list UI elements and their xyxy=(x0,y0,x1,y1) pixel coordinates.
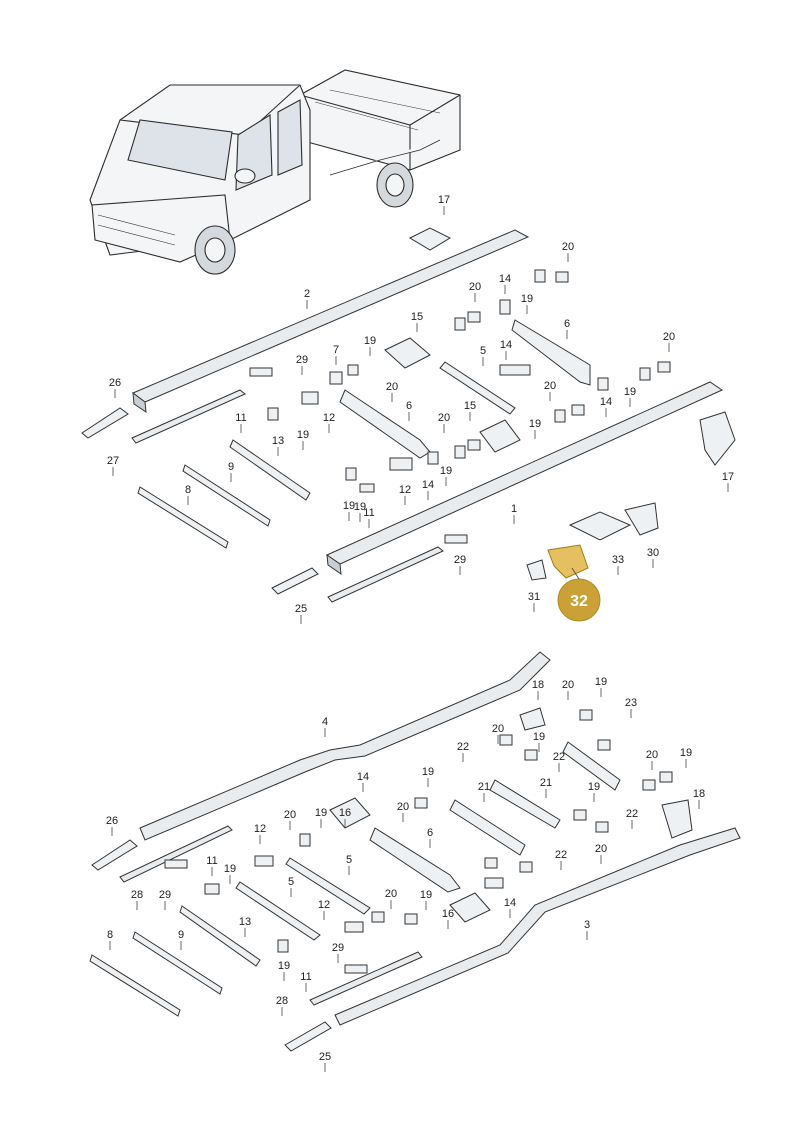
upper-label-25: 19 xyxy=(440,465,452,477)
upper-label-3: 14 xyxy=(499,273,511,285)
lower-label-24: 12 xyxy=(254,823,266,835)
upper-label-12: 5 xyxy=(480,345,486,357)
upper-label-1: 2 xyxy=(304,288,310,300)
upper-label-5: 19 xyxy=(521,293,533,305)
lower-label-29: 19 xyxy=(224,863,236,875)
upper-label-7: 15 xyxy=(411,311,423,323)
upper-label-32: 9 xyxy=(228,461,234,473)
upper-label-22: 6 xyxy=(406,400,412,412)
lower-label-16: 18 xyxy=(693,788,705,800)
vehicle-illustration xyxy=(89,69,461,275)
upper-label-31: 14 xyxy=(422,479,434,491)
lower-label-37: 22 xyxy=(555,849,567,861)
lower-label-14: 21 xyxy=(540,777,552,789)
upper-label-36: 8 xyxy=(185,484,191,496)
lower-label-22: 6 xyxy=(427,827,433,839)
upper-label-15: 26 xyxy=(109,377,121,389)
upper-label-16: 20 xyxy=(386,381,398,393)
lower-label-25: 5 xyxy=(346,854,352,866)
lower-label-2: 20 xyxy=(562,679,574,691)
lower-label-34: 13 xyxy=(239,916,251,928)
upper-label-38: 29 xyxy=(454,554,466,566)
lower-label-32: 5 xyxy=(288,876,294,888)
lower-label-45: 3 xyxy=(584,919,590,931)
upper-label-19: 19 xyxy=(529,418,541,430)
upper-label-2: 20 xyxy=(562,241,574,253)
lower-label-40: 8 xyxy=(107,929,113,941)
upper-frame-parts xyxy=(81,227,736,603)
lower-frame-parts xyxy=(89,651,741,1052)
lower-label-6: 20 xyxy=(492,723,504,735)
lower-label-21: 20 xyxy=(397,801,409,813)
lower-label-36: 16 xyxy=(442,908,454,920)
lower-label-26: 28 xyxy=(131,889,143,901)
lower-label-9: 20 xyxy=(646,749,658,761)
lower-label-35: 12 xyxy=(318,899,330,911)
lower-label-15: 19 xyxy=(588,781,600,793)
upper-label-39: 25 xyxy=(295,603,307,615)
lower-label-19: 19 xyxy=(315,807,327,819)
upper-label-27: 20 xyxy=(438,412,450,424)
lower-label-13: 21 xyxy=(478,781,490,793)
lower-label-11: 14 xyxy=(357,771,369,783)
lower-label-23: 22 xyxy=(626,808,638,820)
upper-label-30: 12 xyxy=(399,484,411,496)
lower-label-46: 25 xyxy=(319,1051,331,1063)
lower-label-4: 23 xyxy=(625,697,637,709)
lower-label-41: 9 xyxy=(178,929,184,941)
lower-callout-labels: 4 18 20 19 23 22 20 19 22 20 19 14 19 21 21 19 18 26 20 19 1… xyxy=(106,676,705,1072)
lower-label-27: 29 xyxy=(159,889,171,901)
upper-label-8: 6 xyxy=(564,318,570,330)
lower-label-8: 22 xyxy=(553,751,565,763)
upper-label-20: 11 xyxy=(235,412,246,424)
highlight-badge[interactable]: 32 xyxy=(557,567,601,622)
lower-label-43: 11 xyxy=(300,971,311,983)
upper-label-34: 11 xyxy=(363,507,374,519)
upper-label-9: 19 xyxy=(364,335,376,347)
upper-label-41: 30 xyxy=(647,547,659,559)
upper-label-13: 29 xyxy=(296,354,308,366)
upper-label-23: 15 xyxy=(464,400,476,412)
upper-label-10: 14 xyxy=(500,339,512,351)
upper-label-11: 7 xyxy=(333,344,339,356)
lower-label-5: 22 xyxy=(457,741,469,753)
lower-label-31: 20 xyxy=(385,888,397,900)
lower-label-0: 4 xyxy=(322,716,328,728)
upper-label-18: 12 xyxy=(323,412,335,424)
lower-label-33: 14 xyxy=(504,897,516,909)
lower-label-28: 11 xyxy=(206,855,217,867)
upper-label-14: 19 xyxy=(624,386,636,398)
upper-label-37: 27 xyxy=(107,455,119,467)
upper-label-40: 33 xyxy=(612,554,624,566)
lower-label-17: 26 xyxy=(106,815,118,827)
lower-label-10: 19 xyxy=(680,747,692,759)
lower-label-39: 19 xyxy=(420,889,432,901)
upper-label-24: 14 xyxy=(600,396,612,408)
highlight-badge-label: 32 xyxy=(570,593,588,610)
upper-label-29: 19 xyxy=(343,500,355,512)
lower-label-38: 20 xyxy=(595,843,607,855)
upper-label-17: 20 xyxy=(544,380,556,392)
lower-label-7: 19 xyxy=(533,731,545,743)
lower-label-1: 18 xyxy=(532,679,544,691)
upper-label-0: 17 xyxy=(438,194,450,206)
upper-label-4: 20 xyxy=(469,281,481,293)
upper-label-33: 19 xyxy=(354,501,366,513)
upper-label-6: 20 xyxy=(663,331,675,343)
lower-label-18: 20 xyxy=(284,809,296,821)
lower-label-12: 19 xyxy=(422,766,434,778)
lower-label-42: 29 xyxy=(332,942,344,954)
lower-label-3: 19 xyxy=(595,676,607,688)
lower-label-20: 16 xyxy=(339,807,351,819)
lower-label-44: 28 xyxy=(276,995,288,1007)
upper-label-21: 19 xyxy=(297,429,309,441)
upper-label-42: 31 xyxy=(528,591,540,603)
upper-label-26: 17 xyxy=(722,471,734,483)
upper-label-28: 13 xyxy=(272,435,284,447)
lower-label-30: 19 xyxy=(278,960,290,972)
upper-label-35: 1 xyxy=(511,503,517,515)
